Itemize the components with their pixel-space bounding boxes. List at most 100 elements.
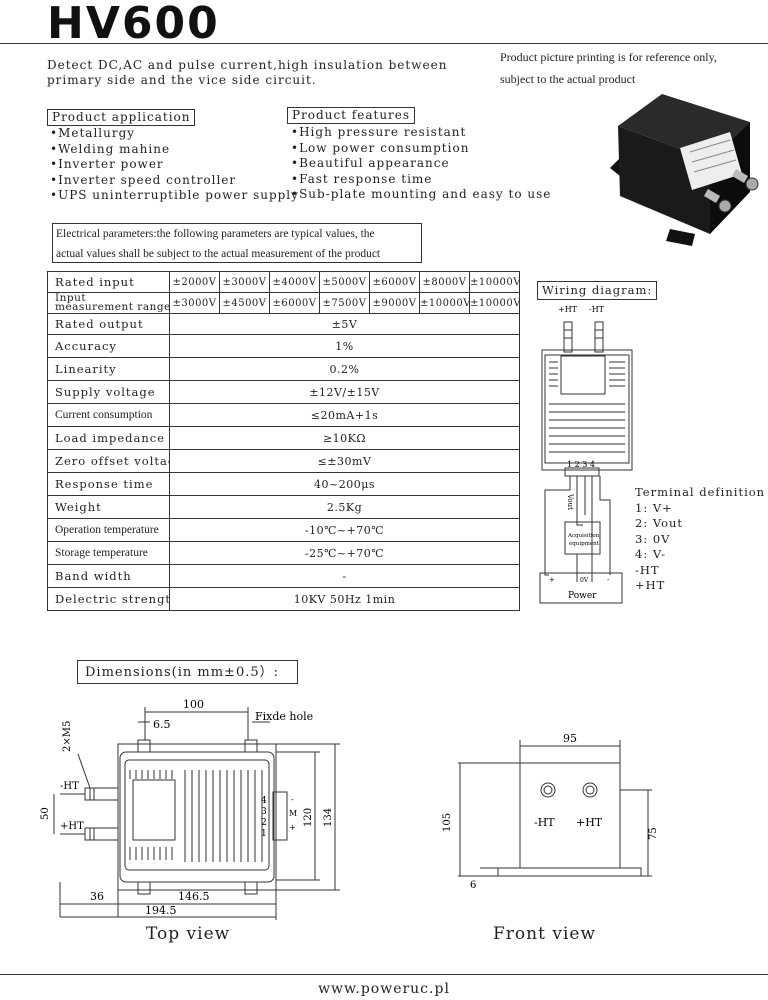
list-item: +HT [635,578,666,592]
footer-url[interactable]: www.poweruc.pl [318,981,450,997]
spec-value: 10KV 50Hz 1min [169,587,520,611]
wiring-module-fins [549,361,625,453]
power-label: Power [568,591,597,601]
fixed-hole-label: Fixde hole [255,710,313,723]
wiring-module-body [541,349,633,471]
wiring-lines [544,476,611,582]
spec-cell: ±7500V [319,292,370,314]
wiring-hv-plus-label: +HT [558,305,578,314]
features-label: Product features [287,107,416,124]
dim-6-5: 6.5 [153,718,171,731]
fixing-hole-bottom-right [244,881,258,895]
spec-cell: ±10000V [419,292,470,314]
terminal-title: Terminal definition [635,485,766,499]
power-plus: + [549,576,555,584]
wiring-vout-label: Vout [566,493,574,510]
intro-line: primary side and the vice side circuit. [47,73,317,87]
spec-value: ≤±30mV [169,449,520,473]
pin-label-plus: + [289,823,296,832]
pin-label-m: M [289,809,297,818]
spec-value: 0.2% [169,357,520,381]
table-row: Zero offset voltage≤±30mV [47,449,520,473]
spec-value: -25℃~+70℃ [169,541,520,565]
intro-text: Detect DC,AC and pulse current,high insu… [47,58,467,88]
acquisition-box [564,521,601,555]
features-list: •High pressure resistant •Low power cons… [291,125,551,203]
front-view-base [497,867,642,877]
spec-value: ±12V/±15V [169,380,520,404]
application-list: •Metallurgy •Welding mahine •Inverter po… [50,126,299,204]
list-item: •High pressure resistant [291,125,467,139]
top-view-terminal-block [272,791,288,841]
spec-cell: ±10000V [469,292,520,314]
spec-cell: ±2000V [169,271,220,293]
dim-50: 50 [40,807,51,820]
spec-cell: ±6000V [269,292,320,314]
table-row: Rated output±5V [47,313,520,335]
dim-105: 105 [442,813,453,832]
spec-label: Delectric strength [47,587,170,611]
spec-label: Input measurement range [47,292,170,314]
acquisition-label: equipment [569,541,600,547]
top-view-frame [117,743,277,891]
pin-label-minus: - [291,795,294,804]
wiring-module-inner [544,354,630,464]
table-row: Operation temperature-10℃~+70℃ [47,518,520,542]
spec-label: Zero offset voltage [47,449,170,473]
dim-6: 6 [470,880,476,891]
fixing-hole-bottom-left [137,881,151,895]
list-item: •Inverter speed controller [50,172,237,187]
product-title: HV600 [47,0,220,49]
list-item: 4: V- [635,547,666,561]
electrical-line: actual values shall be subject to the ac… [56,248,381,260]
spec-value: ≤20mA+1s [169,403,520,427]
hv-connector-minus [594,321,604,353]
top-view-fins [129,770,263,862]
spec-value: 2.5Kg [169,495,520,519]
list-item: •Beautiful appearance [291,156,450,170]
hv-connector-plus [563,321,573,353]
spec-label: Accuracy [47,334,170,358]
dim-36: 36 [90,890,104,903]
spec-label-line: measurement range [55,301,170,313]
table-row: Storage temperature-25℃~+70℃ [47,541,520,565]
hv-terminal-minus [84,787,119,801]
power-minus: - [607,576,610,584]
dim-100: 100 [183,698,204,711]
spec-label: Operation temperature [47,518,170,542]
spec-label: Linearity [47,357,170,381]
acquisition-label: Acquisition [567,533,600,539]
spec-cell: ±8000V [419,271,470,293]
list-item: •Fast response time [291,171,433,186]
top-plus-ht: +HT [60,821,84,832]
dimensions-label: Dimensions(in mm±0.5）: [77,660,298,684]
spec-value: ≥10KΩ [169,426,520,450]
header-rule [0,43,768,44]
pin-2: 2 [261,818,267,828]
spec-cell: ±3000V [169,292,220,314]
spec-label: Load impedance [47,426,170,450]
top-view-outline [119,751,275,883]
spec-label: Band width [47,564,170,588]
terminal-definition: Terminal definition 1: V+ 2: Vout 3: 0V … [635,485,765,594]
top-view-inner [124,759,270,871]
fixing-hole-right [244,739,258,753]
power-box [539,572,623,604]
front-connector-plus [582,782,598,798]
dim-146-5: 146.5 [178,890,210,903]
spec-label: Storage temperature [47,541,170,565]
table-row: Load impedance≥10KΩ [47,426,520,450]
spec-label: Rated input [47,271,170,293]
spec-value: 40~200μs [169,472,520,496]
spec-cell: ±4500V [219,292,270,314]
spec-value: -10℃~+70℃ [169,518,520,542]
spec-table: Rated input ±2000V ±3000V ±4000V ±5000V … [47,271,520,611]
spec-cell: ±5000V [319,271,370,293]
dim-194-5: 194.5 [145,904,177,917]
wiring-module-window [560,355,606,395]
spec-value: - [169,564,520,588]
power-zero: 0V [580,577,589,584]
